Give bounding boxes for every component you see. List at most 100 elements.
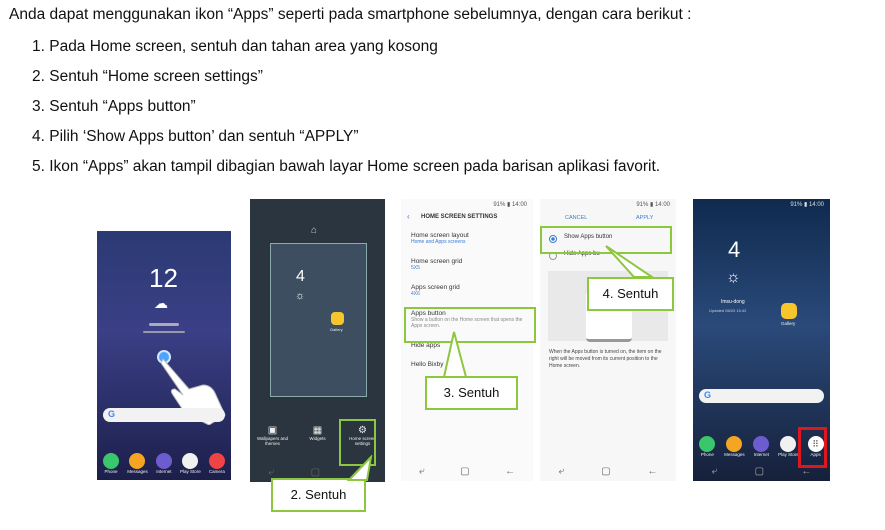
highlight-apps-icon [798, 427, 827, 468]
cancel-button[interactable]: CANCEL [565, 215, 588, 221]
recent-apps-icon[interactable]: ⤶ [558, 465, 565, 477]
gallery-icon[interactable] [781, 303, 797, 319]
setting-value: Home and Apps screens [411, 239, 466, 245]
gallery-label: Gallery [330, 327, 343, 332]
preview-temp-text: 4 [296, 268, 305, 285]
back-icon[interactable]: ← [801, 465, 812, 477]
setting-value: 4X6 [411, 291, 420, 297]
setting-hello-bixby[interactable]: Hello Bixby [411, 361, 444, 368]
recent-apps-icon[interactable]: ⤶ [268, 466, 274, 478]
home-button-icon[interactable]: ▢ [310, 466, 321, 478]
step-item: 5. Ikon “Apps” akan tampil dibagian bawa… [32, 158, 661, 175]
temp-text: 4 [728, 237, 741, 262]
option-label: Widgets [309, 436, 326, 441]
dock-app-phone[interactable]: Phone [103, 453, 120, 474]
nav-bar: ⤶ ▢ ← [401, 461, 533, 481]
dock-app-messages[interactable]: Messages [127, 453, 148, 474]
callout-pointer-3 [442, 331, 468, 378]
step-item: 4. Pilih ‘Show Apps button’ dan sentuh “… [32, 128, 359, 145]
blurred-update-text [143, 331, 185, 333]
phone-screen-edit-mode: ⌂ 4 ☼ Gallery ▣Wallpapers and themes ▦Wi… [250, 199, 385, 482]
edit-options-bar: ▣Wallpapers and themes ▦Widgets ⚙Home sc… [250, 415, 385, 465]
dock-label: Internet [156, 469, 172, 474]
highlight-apps-button [404, 307, 536, 343]
dock-app-camera[interactable]: Camera [208, 453, 225, 474]
home-page-preview: 4 ☼ Gallery [270, 243, 367, 397]
intro-text: Anda dapat menggunakan ikon “Apps” seper… [9, 6, 692, 23]
step-item: 3. Sentuh “Apps button” [32, 98, 196, 115]
setting-title: Home screen grid [411, 258, 463, 265]
setting-value: Show a button on the Home screen that op… [411, 317, 523, 329]
gallery-icon [331, 312, 344, 325]
step-list: 1. Pada Home screen, sentuh dan tahan ar… [32, 38, 660, 188]
dock-label: Camera [208, 469, 225, 474]
setting-title: Home screen layout [411, 232, 469, 239]
dock-app-play-store[interactable]: Play Store [778, 436, 799, 457]
callout-pointer-4 [605, 245, 654, 278]
weather-cloud-icon: ☁ [154, 295, 168, 311]
phone-screen-home-settings: 91% ▮ 14:00 ‹ HOME SCREEN SETTINGS Home … [401, 199, 533, 481]
home-button-icon[interactable]: ▢ [754, 465, 765, 477]
phone-icon [103, 453, 120, 469]
back-icon[interactable]: ← [647, 465, 658, 477]
wallpapers-option[interactable]: ▣Wallpapers and themes [252, 415, 294, 465]
dock-app-apps[interactable]: ⠿Apps [807, 436, 824, 457]
setting-hide-apps[interactable]: Hide apps [411, 342, 440, 349]
dock-label: Messages [724, 452, 745, 457]
step-item: 1. Pada Home screen, sentuh dan tahan ar… [32, 38, 438, 55]
dock-label: Phone [104, 469, 118, 474]
blurred-location-text [149, 323, 179, 326]
option-label: Home screen settings [349, 436, 376, 446]
nav-bar: ⤶ ▢ ← [540, 461, 676, 481]
dock-app-phone[interactable]: Phone [699, 436, 716, 457]
widgets-option[interactable]: ▦Widgets [297, 415, 339, 465]
phone-screen-home-with-apps: 91% ▮ 14:00 4 ☼ Imsu-dong Updated 06/03 … [693, 199, 830, 481]
dock-app-play-store[interactable]: Play Store [180, 453, 201, 474]
dock-label: Play Store [778, 452, 799, 457]
dock-label: Internet [753, 452, 769, 457]
wallpaper-icon: ▣ [267, 425, 278, 436]
show-apps-radio[interactable] [549, 235, 557, 243]
status-bar: 91% ▮ 14:00 [493, 202, 527, 208]
back-icon[interactable]: ← [505, 465, 516, 477]
back-arrow-icon[interactable]: ‹ [407, 212, 410, 221]
callout-pointer-2 [346, 455, 373, 481]
dock-label: Play Store [180, 469, 201, 474]
widgets-icon: ▦ [312, 425, 323, 436]
callout-step-3: 3. Sentuh [425, 376, 518, 410]
phone-screen-home: 12 ☁ G Phone Messages Internet Play Stor… [97, 231, 231, 480]
dock-app-messages[interactable]: Messages [724, 436, 745, 457]
dock-app-internet[interactable]: Internet [155, 453, 172, 474]
updated-text: Updated 06/03 15:42 [709, 308, 747, 313]
internet-icon [155, 453, 172, 469]
sun-icon: ☼ [295, 290, 306, 302]
camera-icon [208, 453, 225, 469]
status-bar: 91% ▮ 14:00 [790, 202, 824, 208]
apply-button[interactable]: APPLY [636, 215, 654, 221]
phone-icon [699, 436, 716, 452]
option-description: When the Apps button is turned on, the i… [549, 349, 662, 369]
settings-header: HOME SCREEN SETTINGS [421, 214, 498, 220]
setting-value: 5X5 [411, 265, 420, 271]
setting-title: Apps screen grid [411, 284, 460, 291]
highlight-home-screen-settings [339, 419, 376, 466]
callout-step-2: 2. Sentuh [271, 478, 366, 512]
recent-apps-icon[interactable]: ⤶ [711, 465, 718, 477]
home-button-icon[interactable]: ▢ [601, 465, 611, 477]
google-search-bar[interactable]: G [103, 408, 225, 422]
status-bar: 91% ▮ 14:00 [636, 202, 670, 208]
home-screen-settings-option[interactable]: ⚙Home screen settings [342, 415, 384, 465]
home-button-icon[interactable]: ▢ [460, 465, 470, 477]
highlight-show-apps-button [540, 226, 672, 254]
recent-apps-icon[interactable]: ⤶ [418, 465, 425, 477]
play-store-icon [182, 453, 199, 469]
apps-grid-icon: ⠿ [807, 436, 824, 452]
dock-app-internet[interactable]: Internet [753, 436, 770, 457]
dock-label: Apps [810, 452, 821, 457]
google-search-bar[interactable]: G [699, 389, 824, 403]
dock-label: Phone [700, 452, 714, 457]
